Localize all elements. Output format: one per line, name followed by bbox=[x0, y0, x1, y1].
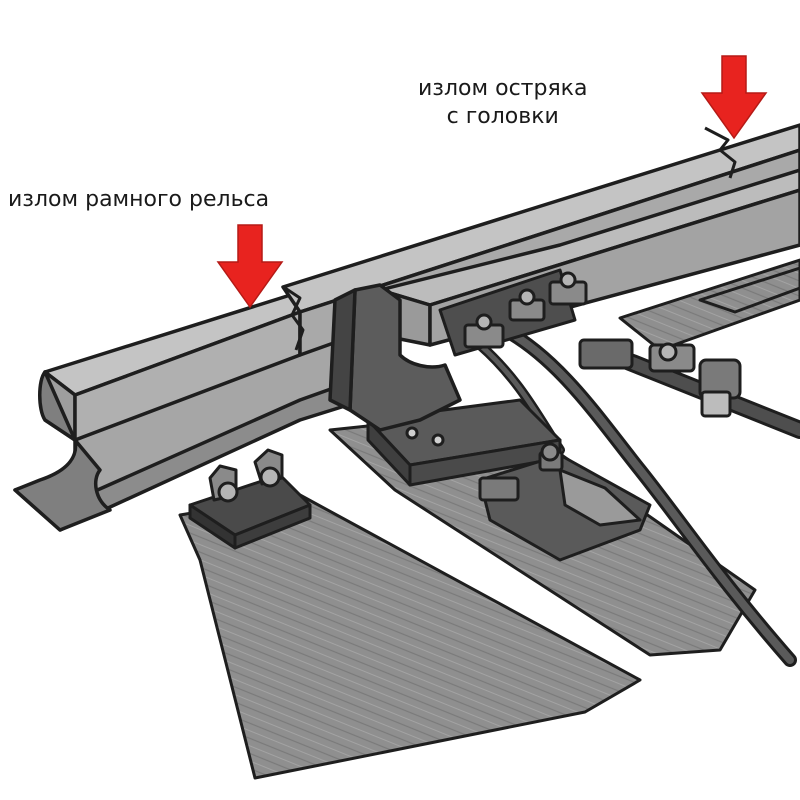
frame-rail-continuation-top bbox=[281, 123, 800, 314]
sleeper-far-2 bbox=[698, 266, 800, 314]
switch-point-crack bbox=[704, 126, 737, 179]
switch-point-break-label-line2: с головки bbox=[446, 104, 559, 129]
point-fastening bbox=[438, 268, 742, 418]
frame-rail-break-label: излом рамного рельса bbox=[8, 187, 270, 212]
front-base-plate bbox=[188, 448, 312, 550]
switch-point-break-label-line1: излом остряка bbox=[418, 76, 588, 101]
frame-rail-break-arrow bbox=[216, 224, 284, 309]
switch-point-break-label: излом остряка с головки bbox=[418, 75, 587, 131]
support-block bbox=[328, 283, 462, 432]
arrow-down-icon bbox=[216, 224, 284, 309]
arrow-down-icon bbox=[700, 55, 768, 140]
frame-rail-crack bbox=[284, 286, 305, 351]
point-clamp-assembly bbox=[478, 442, 652, 562]
switch-point-break-arrow bbox=[700, 55, 768, 140]
frame-rail-end-section bbox=[13, 370, 112, 532]
